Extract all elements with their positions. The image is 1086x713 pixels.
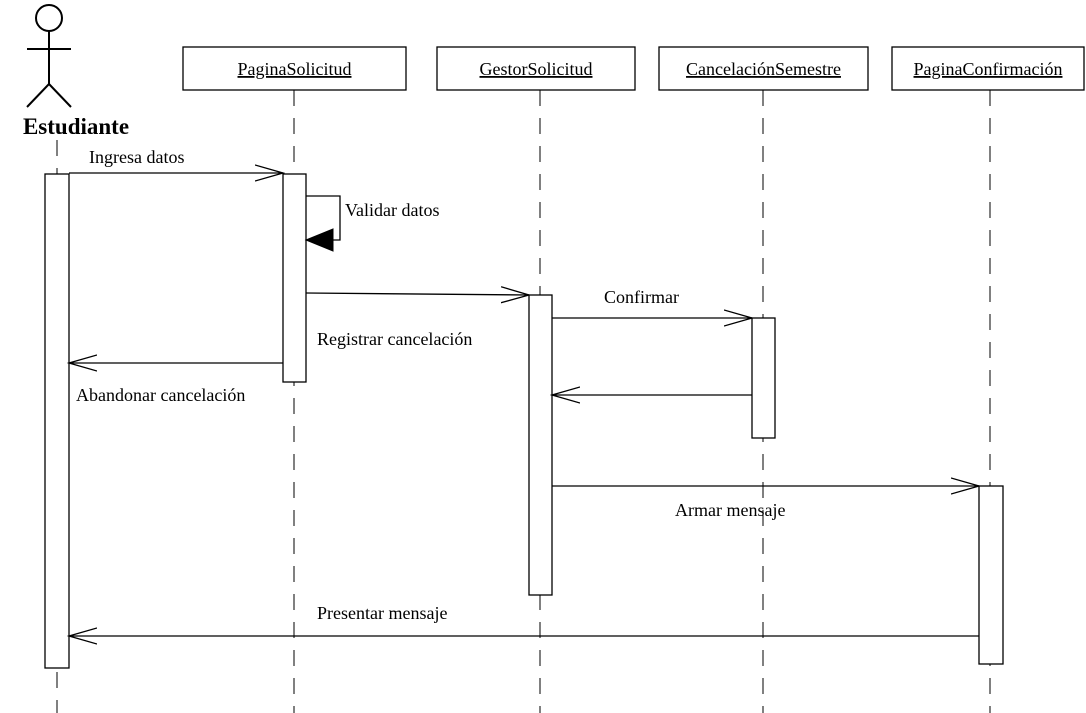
object-pagina-solicitud: PaginaSolicitud bbox=[182, 46, 407, 91]
message-label-armar-mensaje: Armar mensaje bbox=[675, 500, 785, 520]
message-arrow-registrar-cancelacion bbox=[305, 293, 529, 295]
object-name: PaginaSolicitud bbox=[238, 59, 352, 79]
message-label-presentar-mensaje: Presentar mensaje bbox=[317, 603, 447, 623]
activation-bar-pagina-confirmacion bbox=[978, 485, 1004, 665]
object-box bbox=[436, 46, 636, 91]
object-name: PaginaConfirmación bbox=[914, 59, 1063, 79]
object-pagina-confirmacion: PaginaConfirmación bbox=[891, 46, 1085, 91]
object-box bbox=[658, 46, 869, 91]
object-name: CancelaciónSemestre bbox=[686, 59, 841, 79]
actor-stick-figure-icon bbox=[26, 4, 72, 108]
object-name: GestorSolicitud bbox=[480, 59, 593, 79]
self-call-arrowhead-icon bbox=[304, 228, 334, 252]
activation-bar-pagina-solicitud bbox=[282, 173, 307, 383]
object-gestor-solicitud: GestorSolicitud bbox=[436, 46, 636, 91]
activation-bar-gestor-solicitud bbox=[528, 294, 553, 596]
activation-bar-estudiante bbox=[44, 173, 70, 669]
message-label-ingresa-datos: Ingresa datos bbox=[89, 147, 184, 167]
object-box bbox=[891, 46, 1085, 91]
message-label-confirmar: Confirmar bbox=[604, 287, 679, 307]
message-label-registrar-cancelacion: Registrar cancelación bbox=[317, 329, 472, 349]
message-label-validar-datos: Validar datos bbox=[345, 200, 439, 220]
object-cancelacion-semestre: CancelaciónSemestre bbox=[658, 46, 869, 91]
actor-estudiante: Estudiante bbox=[23, 4, 129, 139]
object-box bbox=[182, 46, 407, 91]
actor-name: Estudiante bbox=[23, 114, 129, 139]
activation-bar-cancelacion-semestre bbox=[751, 317, 776, 439]
message-label-abandonar-cancelacion: Abandonar cancelación bbox=[76, 385, 245, 405]
